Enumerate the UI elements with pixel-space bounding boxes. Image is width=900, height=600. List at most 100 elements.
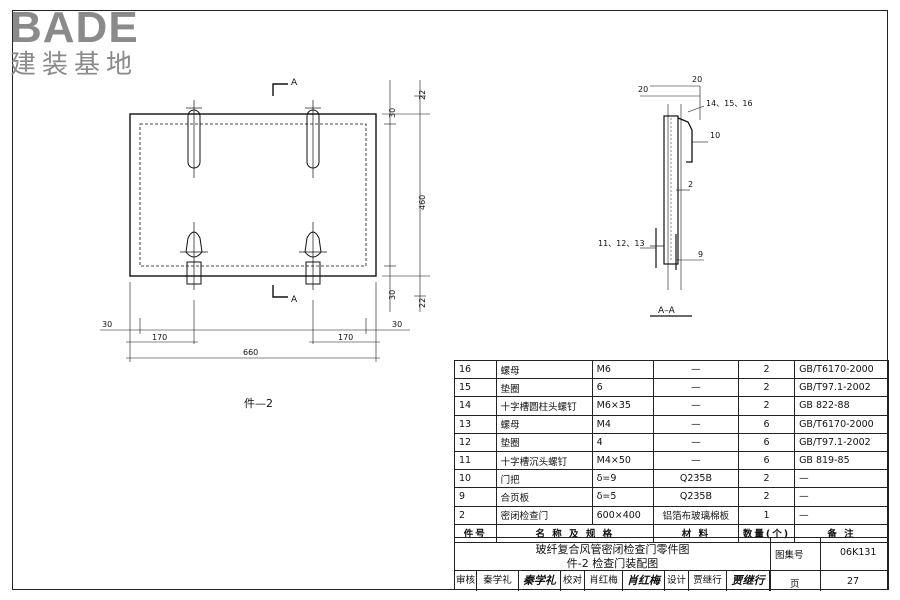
- parts-cell-spec: 6: [591, 378, 654, 398]
- parts-cell-material: —: [652, 396, 739, 416]
- designer-signature: 贾继行: [727, 571, 770, 591]
- dim-660: 660: [243, 348, 258, 357]
- page-number: 27: [847, 576, 860, 587]
- parts-cell-spec: M6: [591, 359, 654, 380]
- parts-cell-name: 垫圈: [495, 378, 593, 398]
- parts-cell-name: 螺母: [495, 414, 593, 434]
- parts-cell-qty: 2: [737, 469, 796, 489]
- parts-header-note: 备 注: [794, 523, 889, 543]
- parts-cell-material: Q235B: [652, 469, 739, 489]
- parts-header-row: 件号名 称 及 规 格材 料数量(个)备 注: [454, 523, 889, 543]
- dim-30-left: 30: [102, 320, 112, 329]
- parts-cell-material: —: [652, 414, 739, 434]
- parts-cell-note: GB 822-88: [794, 396, 889, 416]
- parts-cell-material: —: [652, 359, 739, 380]
- dim-22-top: 22: [418, 90, 427, 100]
- dim-30-top: 30: [388, 108, 397, 118]
- reviewer-name: 秦学礼: [477, 571, 519, 591]
- hinge-bottom-right: [304, 231, 322, 258]
- parts-cell-material: Q235B: [652, 487, 739, 507]
- parts-cell-name: 门把: [495, 469, 593, 489]
- section-marker-a-bottom: A: [291, 295, 298, 305]
- logo-main-text: BADE: [10, 3, 139, 52]
- dim-22-bottom: 22: [418, 298, 427, 308]
- drawing-frame: [12, 10, 888, 590]
- dim-20-b: 20: [638, 85, 648, 94]
- parts-cell-no: 11: [454, 450, 497, 471]
- parts-cell-qty: 2: [737, 487, 796, 507]
- logo-sub-text: 建装基地: [10, 50, 139, 80]
- parts-header-material: 材 料: [652, 523, 739, 543]
- parts-cell-name: 十字槽沉头螺钉: [495, 450, 593, 471]
- parts-cell-qty: 2: [737, 396, 796, 416]
- parts-cell-qty: 2: [737, 359, 796, 380]
- door-inner-dashed: [139, 123, 367, 267]
- parts-cell-no: 10: [454, 469, 497, 489]
- hinge-bottom-left: [185, 231, 203, 258]
- parts-cell-no: 16: [454, 359, 497, 380]
- dim-30-right: 30: [392, 320, 402, 329]
- parts-cell-no: 2: [454, 505, 497, 525]
- callout-9: 9: [698, 250, 703, 259]
- page-label: 页: [790, 579, 800, 590]
- parts-cell-no: 14: [454, 396, 497, 416]
- dim-170-left: 170: [152, 333, 167, 342]
- section-handle: [677, 117, 693, 163]
- parts-cell-no: 9: [454, 487, 497, 507]
- parts-cell-spec: 4: [591, 432, 654, 452]
- parts-cell-note: —: [794, 487, 889, 507]
- parts-cell-name: 合页板: [495, 487, 593, 507]
- checker-signature: 肖红梅: [623, 571, 665, 591]
- dim-30-bottom: 30: [388, 290, 397, 300]
- parts-cell-qty: 1: [737, 505, 796, 525]
- check-label: 校对: [561, 571, 585, 591]
- atlas-label: 图集号: [775, 550, 804, 561]
- parts-cell-name: 螺母: [495, 359, 593, 380]
- callout-14-15-16: 14、15、16: [706, 99, 753, 108]
- parts-cell-spec: δ=5: [591, 487, 654, 507]
- door-outline: [129, 113, 377, 277]
- bade-logo: BADE 建装基地: [10, 6, 180, 86]
- section-marker-a-top: A: [291, 78, 298, 88]
- part-label: 件—2: [244, 397, 273, 410]
- callout-10: 10: [710, 131, 720, 140]
- atlas-number: 06K131: [840, 547, 877, 558]
- parts-cell-note: GB/T6170-2000: [794, 414, 889, 434]
- parts-cell-qty: 2: [737, 378, 796, 398]
- parts-cell-spec: 600×400: [591, 505, 654, 525]
- reviewer-signature: 秦学礼: [519, 571, 561, 591]
- parts-cell-note: GB 819-85: [794, 450, 889, 471]
- parts-cell-qty: 6: [737, 450, 796, 471]
- drawing-subtitle: 件-2 检查门装配图: [566, 557, 659, 570]
- parts-cell-qty: 6: [737, 414, 796, 434]
- dim-460: 460: [418, 195, 427, 210]
- parts-cell-name: 密闭检查门: [495, 505, 593, 525]
- parts-header-qty: 数量(个): [737, 523, 796, 543]
- drawing-title: 玻纤复合风管密闭检查门零件图: [535, 543, 690, 556]
- parts-cell-name: 十字槽圆柱头螺钉: [495, 396, 593, 416]
- parts-cell-spec: M4×50: [591, 450, 654, 471]
- parts-cell-note: —: [794, 505, 889, 525]
- parts-cell-no: 15: [454, 378, 497, 398]
- parts-cell-material: —: [652, 450, 739, 471]
- parts-cell-note: —: [794, 469, 889, 489]
- parts-cell-material: 铝箔布玻璃棉板: [652, 505, 739, 525]
- checker-name: 肖红梅: [585, 571, 623, 591]
- callout-2: 2: [688, 180, 693, 189]
- parts-header-name: 名 称 及 规 格: [495, 523, 654, 543]
- parts-cell-note: GB/T6170-2000: [794, 359, 889, 380]
- parts-cell-spec: M6×35: [591, 396, 654, 416]
- parts-cell-material: —: [652, 432, 739, 452]
- parts-cell-no: 13: [454, 414, 497, 434]
- parts-cell-spec: δ=9: [591, 469, 654, 489]
